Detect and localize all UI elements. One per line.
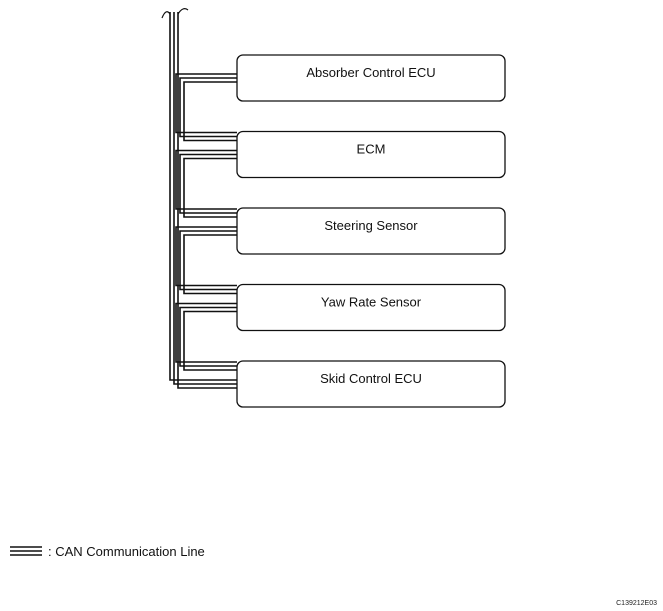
ecu-box: [236, 54, 506, 102]
ecu-nodes: Absorber Control ECU ECM Steering SensorYa…: [236, 54, 506, 408]
ecu-box: [236, 207, 506, 255]
ecu-box: [236, 360, 506, 408]
can-loop-1: [175, 73, 237, 142]
ecu-box: [236, 130, 506, 179]
figure-code: C139212E03: [616, 600, 657, 607]
ecu-label: Skid Control ECU: [320, 371, 422, 386]
can-trunk-line: [169, 12, 237, 389]
ecu-label: ECM: [357, 142, 386, 157]
ecu-node-yaw-rate-sensor: Yaw Rate Sensor: [236, 283, 506, 332]
ecu-node-steering-sensor: Steering Sensor: [236, 207, 506, 255]
ecu-label: Absorber Control ECU: [306, 65, 435, 80]
legend: : CAN Communication Line: [10, 541, 205, 561]
ecu-node-skid-control-ecu: Skid Control ECU: [236, 360, 506, 408]
can-loop-4: [175, 302, 237, 371]
ecu-label: Steering Sensor: [324, 218, 418, 233]
can-loop-2: [175, 149, 237, 218]
ecu-node-ecm: ECM: [236, 130, 506, 179]
ecu-box: [236, 283, 506, 332]
legend-label: : CAN Communication Line: [48, 543, 205, 559]
line-break-mark: [161, 8, 189, 19]
can-communication-lines: [161, 8, 237, 389]
ecu-node-absorber-control-ecu: Absorber Control ECU: [236, 54, 506, 102]
can-line-symbol: [10, 546, 42, 556]
ecu-label: Yaw Rate Sensor: [321, 295, 422, 310]
can-loop-3: [175, 226, 237, 295]
